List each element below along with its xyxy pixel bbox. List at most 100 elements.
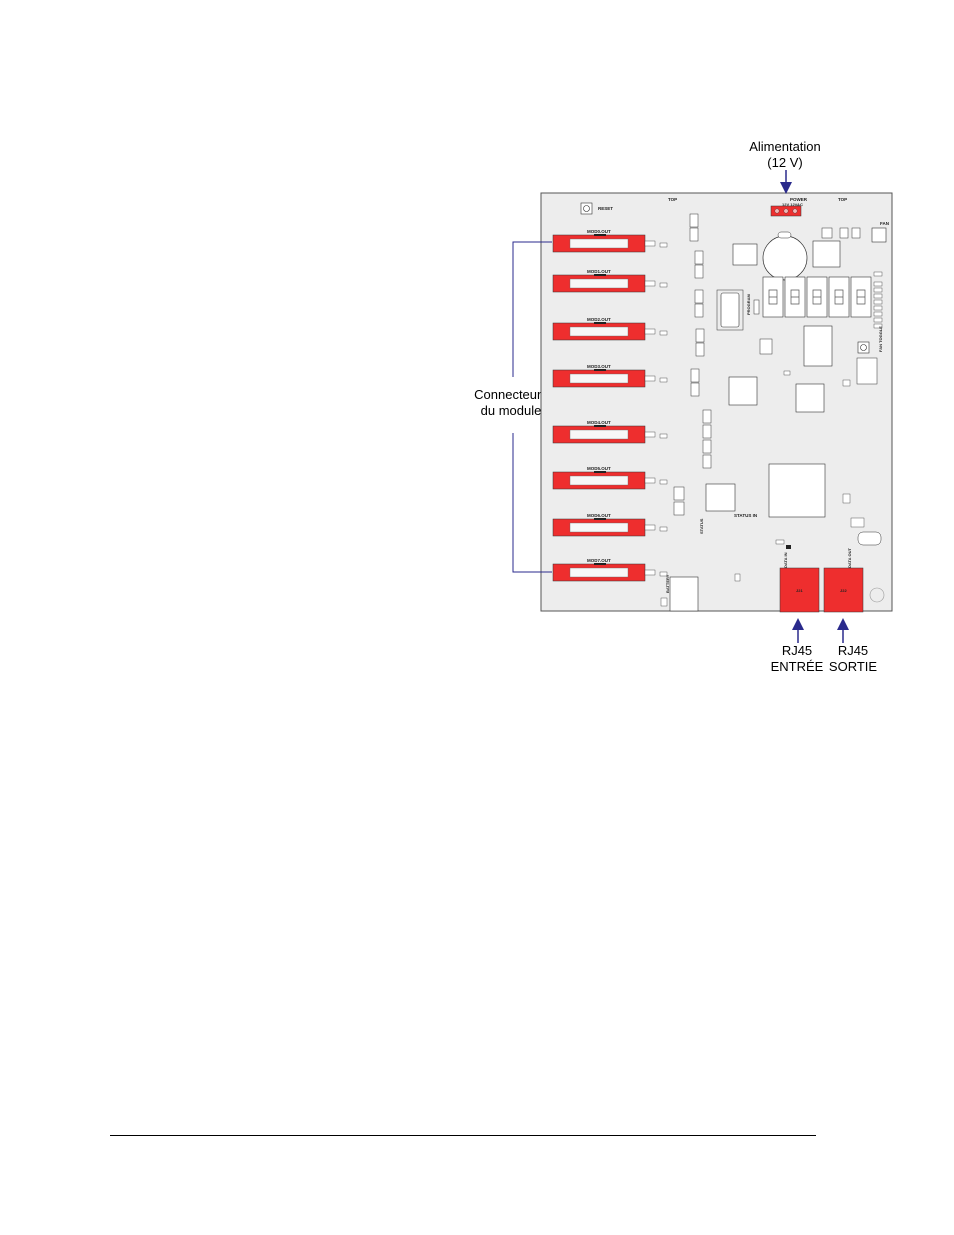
top-label-left: TOP: [668, 197, 677, 202]
module-connector-pin-field: [569, 373, 629, 384]
power-callout-line1: Alimentation: [749, 139, 821, 154]
module-connector-label: MOD5.OUT: [587, 466, 611, 471]
ic-small-3: [851, 227, 861, 239]
module-connector-tab: [644, 375, 656, 382]
fan-toggle-button: [857, 341, 870, 354]
module-connector-led: [659, 479, 668, 485]
module-connector-pin-field: [569, 278, 629, 289]
module-connectors-callout-line2: du module: [480, 403, 542, 418]
module-connector-tab: [644, 569, 656, 576]
module-connector-key: [594, 234, 606, 236]
ic-small-7: [842, 493, 851, 504]
module-connector-tab: [644, 240, 656, 247]
battery-clip: [660, 597, 668, 607]
module-connector-pin-field: [569, 475, 629, 486]
power-callout: Alimentation (12 V): [740, 139, 830, 171]
rj45-in-callout-line2: ENTRÉE: [770, 659, 824, 674]
seven-segment-digit-5: [856, 289, 866, 305]
module-connector-led: [659, 330, 668, 336]
module-connectors-bracket-top: [512, 241, 552, 377]
seven-segment-digit-1: [768, 289, 778, 305]
ic-u14: [728, 376, 758, 406]
module-connector-1: MOD1.OUT: [552, 269, 668, 293]
module-connector-tab: [644, 477, 656, 484]
rj45-in-callout-line1: RJ45: [781, 643, 813, 658]
power-pin-1: [774, 208, 780, 214]
fan-label: FAN: [880, 221, 889, 226]
ic-u12: [803, 325, 833, 367]
status-led: [775, 539, 785, 545]
module-connector-key: [594, 274, 606, 276]
module-connector-led: [659, 571, 668, 577]
fan-connector-2: [856, 357, 878, 385]
module-connector-led: [659, 377, 668, 383]
seven-segment-digit-3: [812, 289, 822, 305]
footer-rule: [110, 1135, 816, 1136]
module-connector-tab: [644, 524, 656, 531]
data-in-label: DATA IN: [783, 552, 788, 568]
processor: [768, 463, 826, 518]
fan-toggle-label: FAN TOGGLE: [878, 326, 883, 352]
ic-u15: [705, 483, 736, 512]
crystal-x1: [720, 292, 740, 328]
status-in-label: STATUS IN: [734, 513, 757, 518]
ic-small-8: [850, 517, 865, 528]
rj45-out-callout: RJ45 SORTIE: [818, 643, 888, 675]
data-out-label: DATA OUT: [847, 548, 852, 568]
top-label-right: TOP: [838, 197, 847, 202]
led-column: [873, 271, 883, 329]
module-connector-5: MOD5.OUT: [552, 466, 668, 490]
status-label: STATUS: [699, 518, 704, 534]
power-pin-3: [792, 208, 798, 214]
ic-small-1: [821, 227, 833, 239]
rj45-out-jack: [823, 567, 864, 613]
ic-small-2: [839, 227, 849, 239]
ic-small-4: [759, 338, 773, 355]
battery-holder: [669, 576, 699, 612]
ic-u11: [812, 240, 841, 268]
crystal-x1-base: [716, 289, 744, 331]
mounting-hole: [869, 587, 885, 603]
battery-label: BATTERY: [665, 574, 670, 593]
module-connector-tab: [644, 431, 656, 438]
module-connector-label: MOD6.OUT: [587, 513, 611, 518]
fan-connector: [871, 227, 887, 243]
module-connector-2: MOD2.OUT: [552, 317, 668, 341]
module-connector-key: [594, 471, 606, 473]
module-connector-key: [594, 369, 606, 371]
module-connectors-callout: Connecteurs du module: [466, 387, 556, 419]
module-connector-pin-field: [569, 522, 629, 533]
module-connector-key: [594, 563, 606, 565]
program-label: PROGRAM: [746, 293, 751, 315]
module-connector-tab: [644, 280, 656, 287]
buzzer: [857, 531, 882, 546]
module-connector-tab: [644, 328, 656, 335]
module-connector-key: [594, 425, 606, 427]
ic-small-5: [783, 370, 791, 376]
program-header: [753, 299, 760, 315]
power-callout-line2: (12 V): [767, 155, 803, 170]
module-connector-0: MOD0.OUT: [552, 229, 668, 253]
rj45-out-callout-line1: RJ45: [837, 643, 869, 658]
module-connector-led: [659, 526, 668, 532]
module-connector-label: MOD2.OUT: [587, 317, 611, 322]
power-connector-sub-label: 12V 12VAC: [782, 202, 803, 207]
capacitor-large: [762, 235, 808, 281]
module-connector-pin-field: [569, 238, 629, 249]
ic-small-6: [842, 379, 851, 387]
module-connectors-bracket-bottom: [512, 433, 552, 573]
capacitor-small-top: [777, 231, 792, 239]
module-connector-pin-field: [569, 567, 629, 578]
module-connector-led: [659, 242, 668, 248]
data-led: [786, 545, 791, 549]
power-connector-label: POWER: [790, 197, 808, 202]
module-connector-key: [594, 518, 606, 520]
module-connector-led: [659, 282, 668, 288]
reset-label: RESET: [598, 206, 613, 211]
ic-u10: [732, 243, 758, 266]
module-connector-pin-field: [569, 326, 629, 337]
ic-small-9: [734, 573, 741, 582]
module-connector-label: MOD3.OUT: [587, 364, 611, 369]
module-connector-7: MOD7.OUT: [552, 558, 668, 582]
